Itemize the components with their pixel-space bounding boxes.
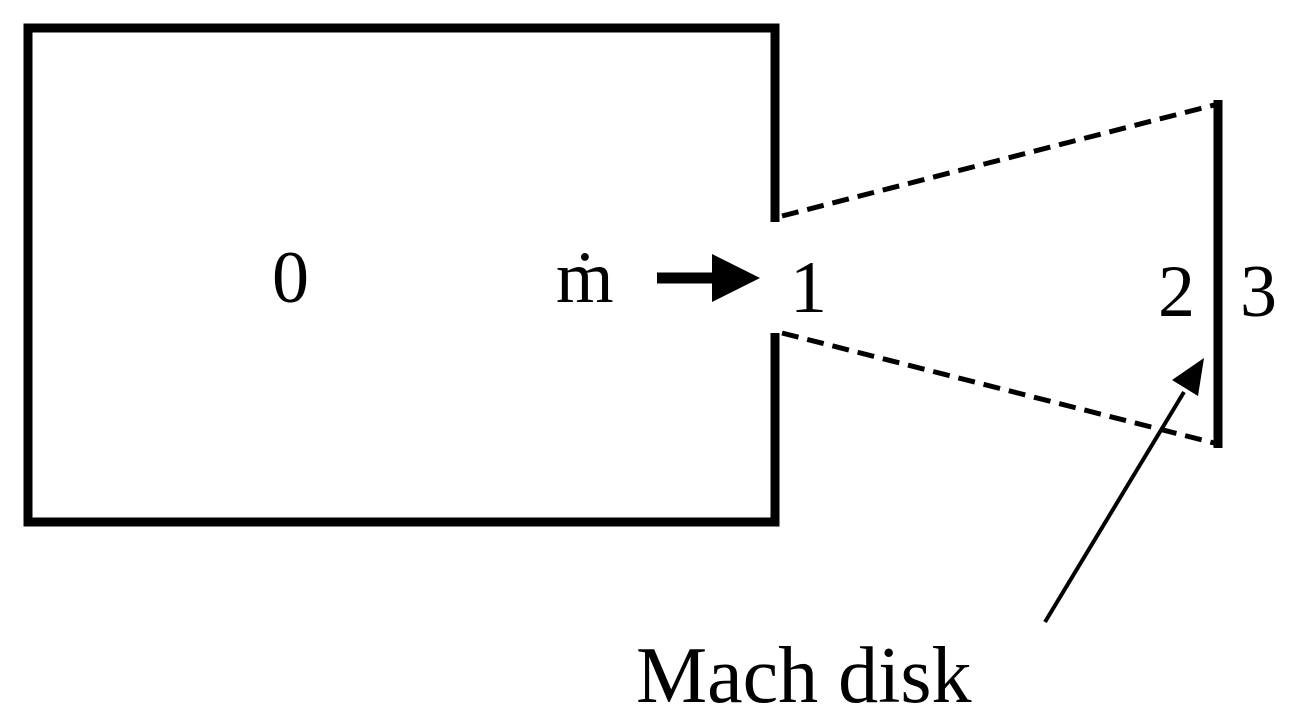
station-1-label: 1: [790, 247, 827, 329]
station-3-label: 3: [1240, 251, 1277, 333]
mach-disk-pointer-head: [1172, 358, 1204, 396]
reservoir-box: [23, 23, 780, 527]
station-2-label: 2: [1158, 251, 1195, 333]
jet-boundary-upper: [781, 101, 1219, 219]
mass-flow-label: ṁ: [556, 237, 614, 319]
mach-disk-pointer-line: [1043, 390, 1186, 624]
region-0-label: 0: [272, 237, 309, 319]
flow-arrow-head: [712, 254, 760, 302]
mach-disk-label: Mach disk: [636, 632, 972, 720]
jet-boundary-lower: [781, 330, 1219, 447]
